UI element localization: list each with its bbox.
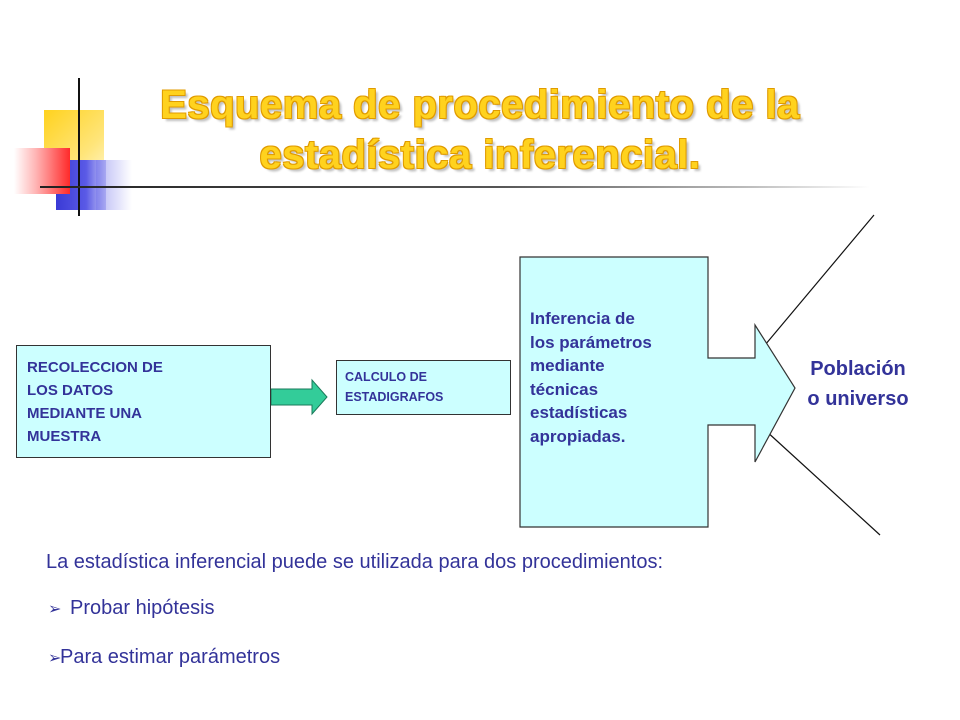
inferencia-line: estadísticas xyxy=(530,403,628,422)
decor-vertical-line xyxy=(78,78,80,216)
population-upper-line xyxy=(764,214,875,346)
arrow-bullet-icon: ➢ xyxy=(48,650,62,667)
inferencia-line: apropiadas. xyxy=(530,426,626,446)
poblacion-line: Población xyxy=(810,358,906,380)
box-calculo-line: CALCULO DE xyxy=(345,370,427,384)
box-calculo-estadigrafos: CALCULO DE ESTADIGRAFOS xyxy=(336,360,511,415)
inferencia-line: los parámetros xyxy=(530,332,652,352)
inferencia-line: mediante xyxy=(530,356,605,375)
inferencia-line: técnicas xyxy=(530,379,599,399)
intro-text: La estadística inferencial puede se util… xyxy=(46,551,664,573)
poblacion-label: Población o universo xyxy=(778,354,938,414)
title-underline xyxy=(40,186,870,188)
arrow-bullet-icon: ➢ xyxy=(48,601,62,618)
inferencia-line: Inferencia de xyxy=(530,309,635,328)
inferencia-arrow-box xyxy=(519,256,796,528)
title-line-2: estadística inferencial. xyxy=(259,133,701,177)
box-recoleccion-line: MEDIANTE UNA xyxy=(27,405,142,422)
box-calculo-line: ESTADIGRAFOS xyxy=(345,390,444,404)
inferencia-text: Inferencia de los parámetros mediante té… xyxy=(530,307,720,448)
bullet-item: ➢ Probar hipótesis xyxy=(48,597,215,620)
poblacion-line: o universo xyxy=(807,388,909,410)
bullet-item: ➢Para estimar parámetros xyxy=(48,646,280,669)
page-title: Esquema de procedimiento de la estadísti… xyxy=(90,80,870,180)
box-recoleccion-line: RECOLECCION DE xyxy=(27,359,163,376)
box-recoleccion-datos: RECOLECCION DE LOS DATOS MEDIANTE UNA MU… xyxy=(16,345,271,458)
decor-blue-glow xyxy=(96,160,132,210)
title-line-1: Esquema de procedimiento de la xyxy=(160,83,800,127)
population-lower-line xyxy=(764,429,881,536)
green-arrow xyxy=(270,378,328,416)
box-recoleccion-line: LOS DATOS xyxy=(27,382,114,399)
box-recoleccion-line: MUESTRA xyxy=(27,428,102,445)
bullet-text: Para estimar parámetros xyxy=(60,646,281,668)
bullet-text: Probar hipótesis xyxy=(70,597,215,619)
